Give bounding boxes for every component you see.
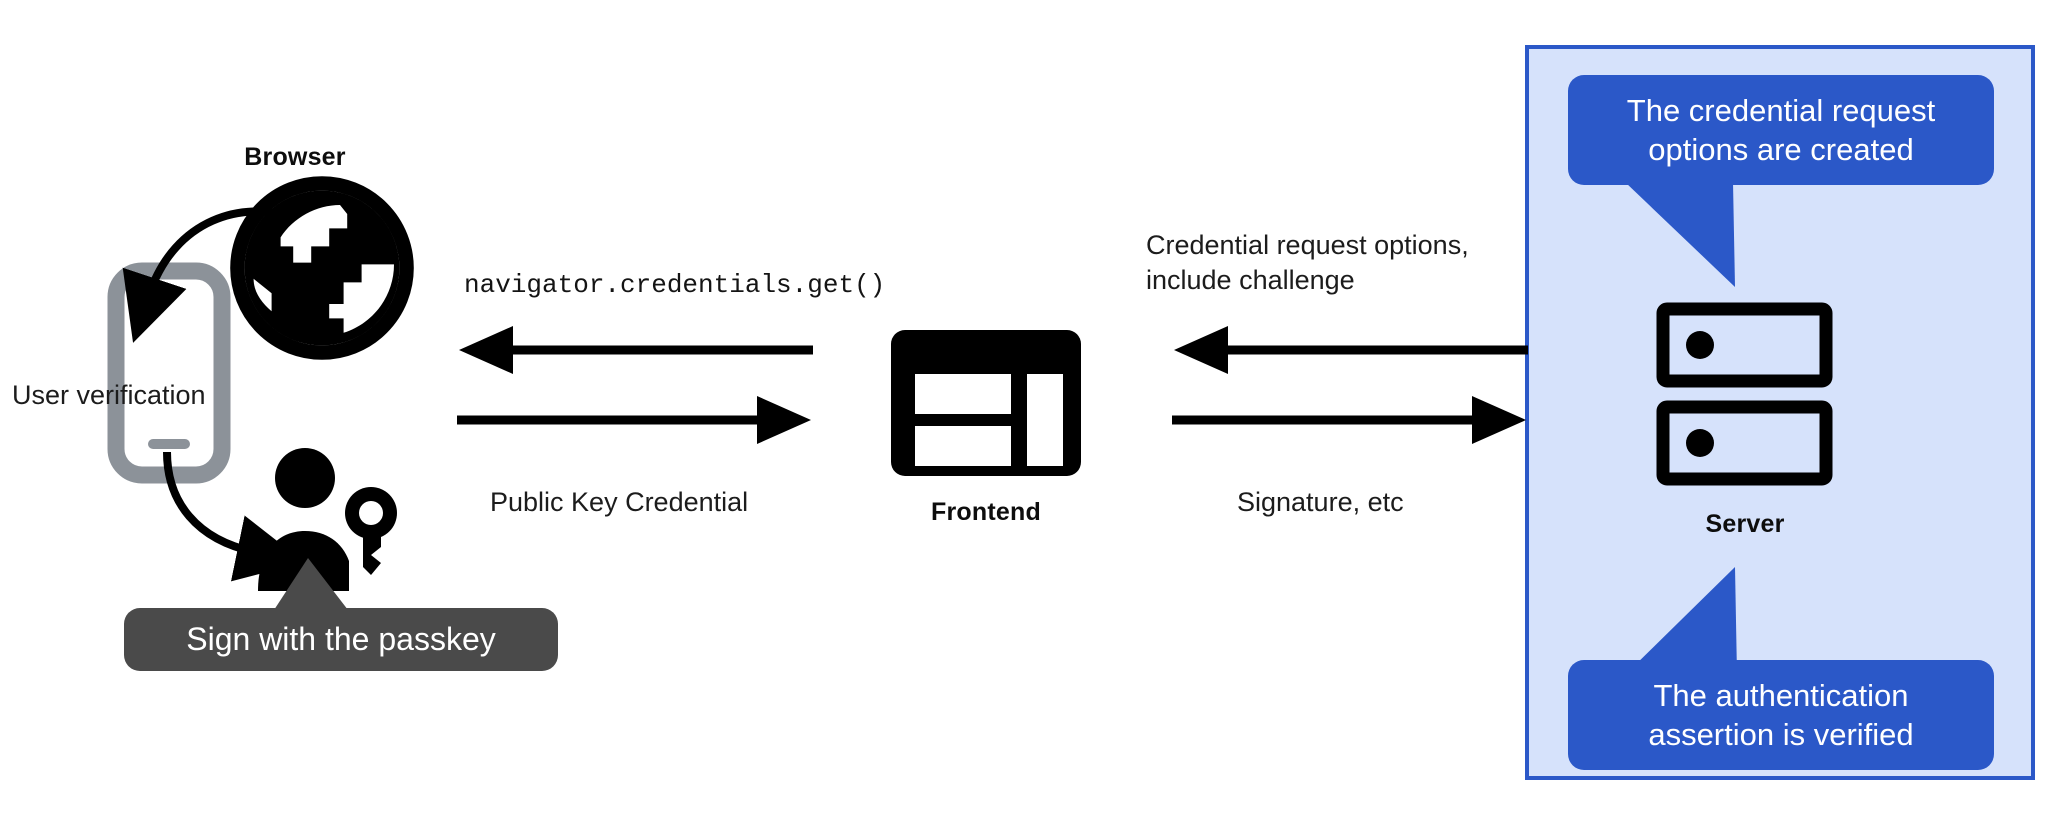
public-key-credential-label: Public Key Credential (490, 487, 749, 517)
arrow-server-to-frontend (1170, 326, 1530, 374)
callout-assertion-verified-tail (1625, 567, 1825, 677)
user-verification-label: User verification (12, 380, 206, 410)
credential-request-options-label: Credential request options, include chal… (1146, 230, 1469, 295)
browser-label: Browser (244, 143, 346, 171)
arrow-frontend-to-browser (455, 326, 815, 374)
callout-sign-with-passkey: Sign with the passkey (124, 608, 558, 671)
arrow-frontend-to-server (1170, 396, 1530, 444)
server-label: Server (1705, 510, 1785, 538)
webpage-layout-icon (889, 328, 1083, 478)
navigator-credentials-get-label: navigator.credentials.get() (464, 270, 886, 300)
server-rack-icon (1656, 302, 1833, 486)
sign-with-passkey-tail (270, 558, 380, 620)
browser-to-phone-arrow (95, 195, 305, 355)
signature-etc-label: Signature, etc (1237, 487, 1404, 517)
frontend-label: Frontend (931, 498, 1041, 526)
callout-credential-options-created: The credential request options are creat… (1568, 75, 1994, 185)
person-with-key-icon (250, 445, 410, 595)
globe-icon (230, 176, 414, 360)
phone-to-user-arrow (105, 440, 325, 590)
callout-assertion-verified: The authentication assertion is verified (1568, 660, 1994, 770)
callout-credential-options-tail (1625, 182, 1825, 292)
arrow-browser-to-frontend (455, 396, 815, 444)
